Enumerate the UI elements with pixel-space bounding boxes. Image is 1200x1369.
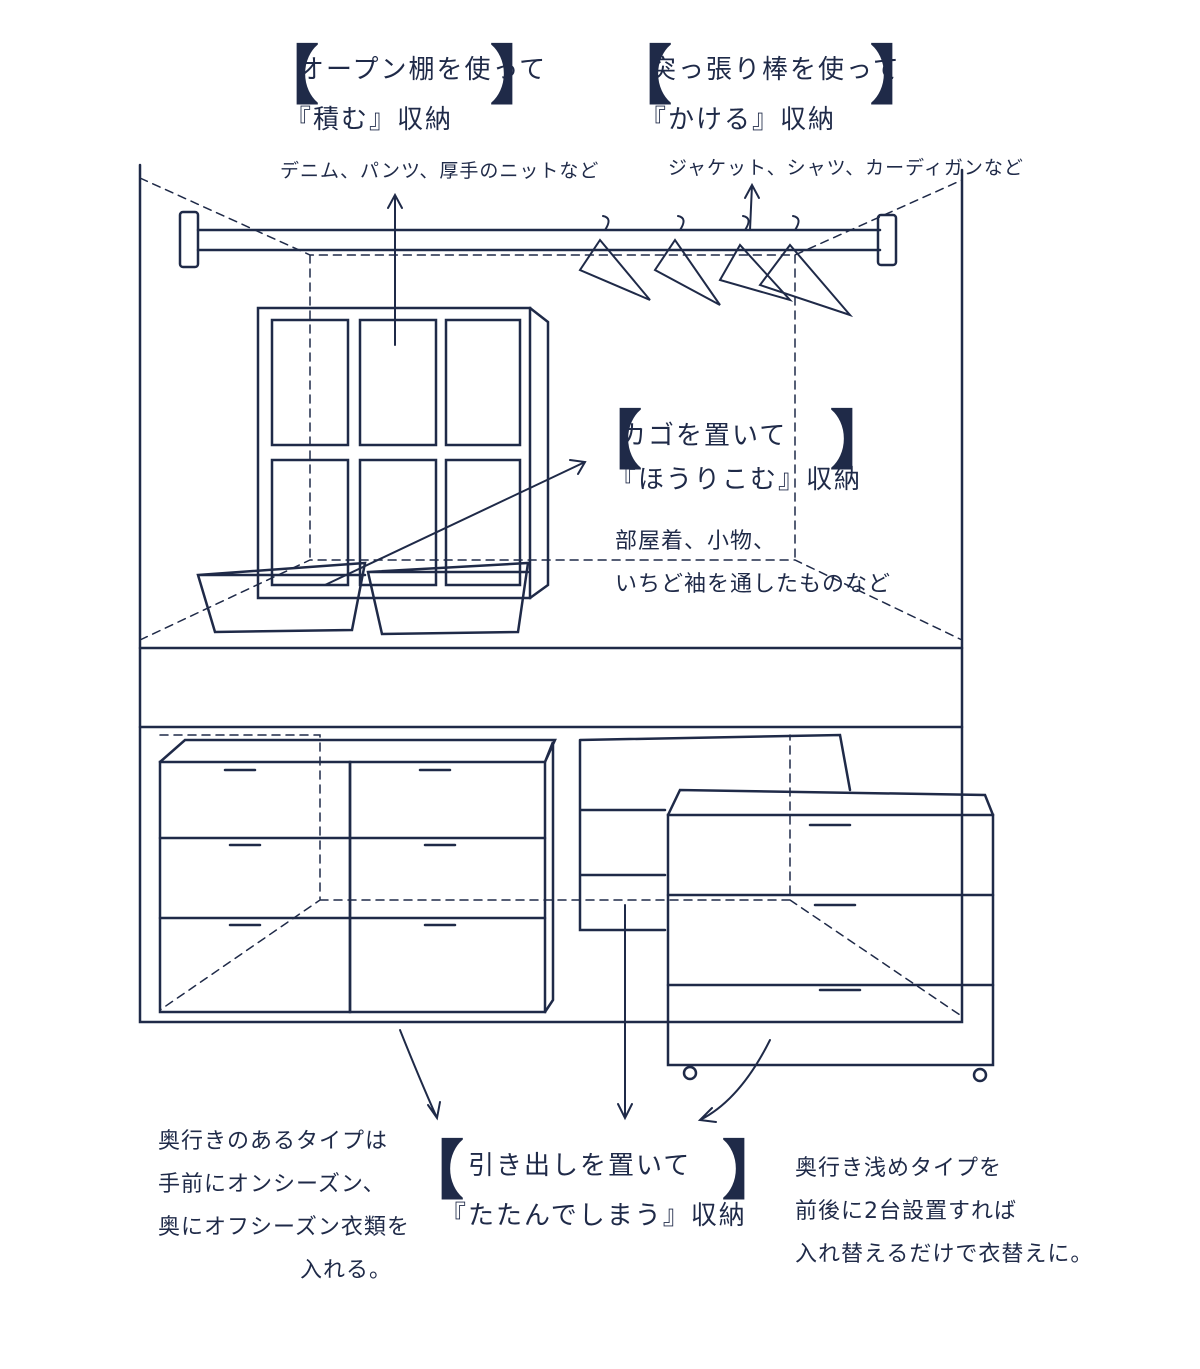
note-left-4: 入れる。 [300, 1258, 393, 1283]
basket-label-line1: カゴを置いて [620, 421, 788, 451]
pointer-arrows [324, 182, 771, 1123]
closet-frame [138, 163, 964, 1024]
bracket-close: 】 [722, 1135, 786, 1209]
bracket-open: 【 [578, 405, 642, 479]
note-right-1: 奥行き浅めタイプを [795, 1156, 1003, 1181]
baskets [196, 561, 530, 636]
bracket-open: 【 [608, 40, 672, 114]
drawer-units-right [578, 733, 995, 1083]
note-left-2: 手前にオンシーズン、 [158, 1172, 386, 1197]
tension-rod [178, 210, 898, 269]
bracket-open: 【 [400, 1135, 464, 1209]
rod-items: ジャケット、シャツ、カーディガンなど [668, 157, 1024, 179]
bracket-open: 【 [255, 40, 319, 114]
drawer-units-left [158, 738, 557, 1014]
note-left-3: 奥にオフシーズン衣類を [158, 1215, 410, 1240]
bracket-close: 】 [830, 405, 894, 479]
drawer-label-line2: 『たたんでしまう』収納 [440, 1201, 747, 1231]
shelf-label-line2: 『積む』収納 [285, 105, 454, 135]
note-left-1: 奥行きのあるタイプは [158, 1129, 389, 1154]
basket-label-line2: 『ほうりこむ』収納 [610, 465, 863, 495]
shelf-items: デニム、パンツ、厚手のニットなど [280, 160, 600, 182]
drawer-label-line1: 引き出しを置いて [468, 1151, 692, 1181]
basket-items-1: 部屋着、小物、 [615, 529, 777, 554]
open-shelf [256, 306, 550, 600]
basket-items-2: いちど袖を通したものなど [615, 572, 892, 597]
note-right-3: 入れ替えるだけで衣替えに。 [795, 1242, 1094, 1267]
bracket-close: 】 [490, 40, 554, 114]
rod-label-line1: 突っ張り棒を使って [650, 55, 901, 85]
note-right-2: 前後に2台設置すれば [795, 1199, 1017, 1224]
hangers [578, 215, 854, 318]
bracket-close: 】 [870, 40, 934, 114]
shelf-label-line1: オープン棚を使って [298, 55, 548, 85]
rod-label-line2: 『かける』収納 [640, 105, 837, 135]
